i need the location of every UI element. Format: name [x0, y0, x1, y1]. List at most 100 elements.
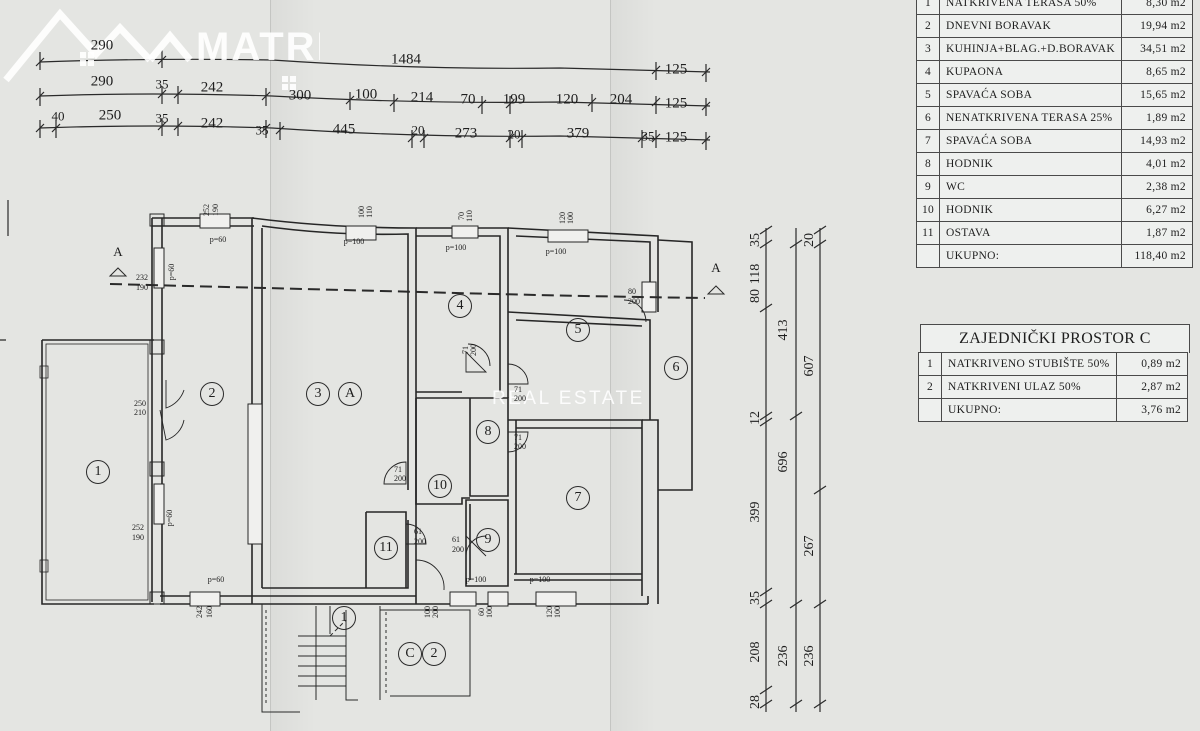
stair-number-1: 1 — [332, 606, 356, 630]
common-total-area: 3,76 m2 — [1115, 398, 1189, 422]
common-total-row: UKUPNO:3,76 m2 — [917, 398, 1189, 422]
room-area-cell: 2,38 m2 — [1120, 175, 1193, 199]
dim-row3-6: 445 — [332, 121, 356, 138]
room-num-cell: 2 — [916, 14, 940, 38]
dim-row2-5: 100 — [354, 86, 378, 103]
room-number-3: 3 — [306, 382, 330, 406]
opening-w6-a: 252 — [132, 523, 144, 532]
opening-w9-a: 242 — [195, 606, 204, 618]
opening-w18: p=100 — [529, 575, 551, 584]
room-num-cell: 10 — [916, 198, 940, 222]
common-area-cell: 2,87 m2 — [1115, 375, 1189, 399]
opening-d2-b: 200 — [514, 394, 526, 403]
dim-row2-1: 290 — [90, 73, 114, 90]
dim-right-outer-1: 20 — [802, 233, 817, 247]
opening-w17: p=100 — [465, 575, 487, 584]
opening-w6-b: 190 — [132, 533, 144, 542]
opening-w14-b: 100 — [566, 212, 575, 224]
opening-w5-a: 250 — [134, 399, 146, 408]
room-name-cell: WC — [939, 175, 1122, 199]
dim-row3-1: 40 — [51, 108, 65, 124]
room-number-8: 8 — [476, 420, 500, 444]
opening-d2-a: 71 — [514, 385, 522, 394]
dim-right-outer-4: 236 — [802, 645, 817, 667]
dim-right-inner-1: 35 — [748, 233, 763, 247]
dim-right-inner-8: 28 — [748, 695, 763, 709]
dim-row2-2: 35 — [155, 76, 169, 92]
dim-row1-2: 1484 — [391, 51, 421, 68]
room-total-num-cell — [916, 244, 940, 268]
common-num-cell: 1 — [917, 352, 943, 376]
opening-w1-a: 252 — [202, 204, 211, 216]
room-num-cell: 4 — [916, 60, 940, 84]
common-area-cell: 0,89 m2 — [1115, 352, 1189, 376]
opening-w3-a: 232 — [136, 273, 148, 282]
opening-w16-a: 80 — [628, 287, 636, 296]
section-line-a — [109, 283, 706, 299]
dim-right-inner-4: 12 — [748, 411, 763, 425]
opening-d3-b: 200 — [514, 442, 526, 451]
room-number-2: 2 — [200, 382, 224, 406]
opening-w20-b: 100 — [485, 606, 494, 618]
opening-w15: p=100 — [545, 247, 567, 256]
terrace-1-outline — [41, 339, 154, 605]
dim-row1-1: 290 — [90, 37, 114, 54]
room-number-7: 7 — [566, 486, 590, 510]
dim-row2-9: 120 — [555, 91, 579, 108]
dim-line-row3 — [39, 125, 711, 141]
room-number-4: 4 — [448, 294, 472, 318]
dim-right-inner-2: 118 — [748, 263, 763, 285]
dim-row3-3: 35 — [155, 110, 169, 126]
dim-row2-11: 125 — [664, 95, 688, 112]
dim-row2-6: 214 — [410, 89, 434, 106]
opening-w21-b: 100 — [553, 606, 562, 618]
entrance-c-outline — [261, 604, 471, 713]
dim-row3-8: 273 — [454, 125, 478, 142]
room-name-cell: KUHINJA+BLAG.+D.BORAVAK — [939, 37, 1122, 61]
dim-right-inner-6: 35 — [748, 591, 763, 605]
common-space-title: ZAJEDNIČKI PROSTOR C — [920, 324, 1190, 353]
opening-d6-a: 61 — [452, 535, 460, 544]
room-area-cell: 15,65 m2 — [1120, 83, 1193, 107]
opening-w1-b: 190 — [211, 204, 220, 216]
room-number-6: 6 — [664, 356, 688, 380]
opening-w4: p=60 — [167, 263, 176, 281]
opening-w5-b: 210 — [134, 408, 146, 417]
opening-w2: p=60 — [209, 235, 227, 244]
dim-line-row1 — [39, 58, 711, 73]
opening-d1-b: 200 — [469, 344, 478, 356]
room-number-5: 5 — [566, 318, 590, 342]
room-area-cell: 4,01 m2 — [1120, 152, 1193, 176]
room-total-label: UKUPNO: — [939, 244, 1122, 268]
dim-right-outer-2: 607 — [802, 355, 817, 377]
room-number-11: 11 — [374, 536, 398, 560]
opening-d5-b: 200 — [414, 537, 426, 546]
room-area-cell: 8,65 m2 — [1120, 60, 1193, 84]
room-name-cell: SPAVAĆA SOBA — [939, 129, 1122, 153]
room-num-cell: 11 — [916, 221, 940, 245]
opening-w7: p=60 — [165, 509, 174, 527]
dim-row3-5: 35 — [255, 122, 269, 138]
room-name-cell: OSTAVA — [939, 221, 1122, 245]
room-num-cell: 9 — [916, 175, 940, 199]
opening-w12-b: 110 — [465, 210, 474, 222]
room-area-cell: 8,30 m2 — [1120, 0, 1193, 15]
dim-right-mid-3: 236 — [776, 645, 791, 667]
room-total-row: UKUPNO:118,40 m2 — [916, 244, 1193, 268]
section-a-left-label: A — [113, 244, 123, 259]
dim-row3-11: 35 — [641, 128, 655, 144]
room-num-cell: 5 — [916, 83, 940, 107]
room-3-label-a: A — [338, 382, 362, 406]
watermark-subtitle: REAL ESTATE — [492, 388, 645, 409]
dim-right-mid-1: 413 — [776, 319, 791, 341]
room-area-cell: 14,93 m2 — [1120, 129, 1193, 153]
